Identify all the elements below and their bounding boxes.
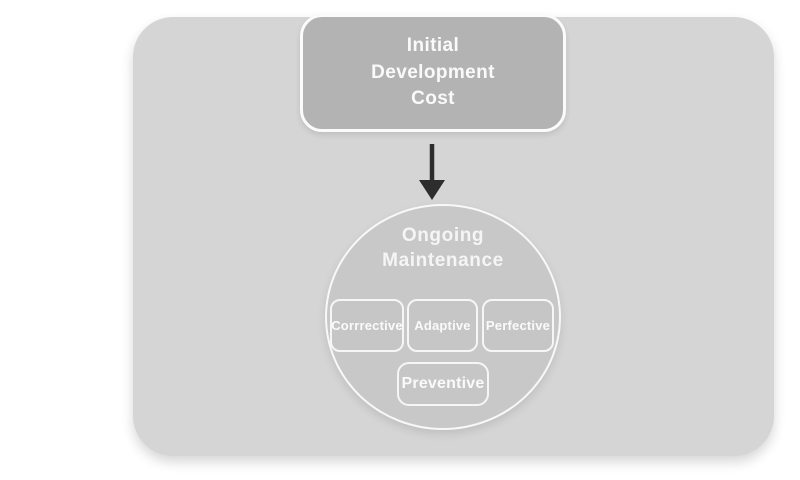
chip-corrective-label: Corrrective [331,318,403,333]
node-ongoing-maintenance-label: Ongoing Maintenance [382,225,504,271]
node-initial-development-cost: Initial Development Cost [300,14,566,132]
chip-perfective: Perfective [482,299,554,352]
chip-adaptive: Adaptive [407,299,478,352]
down-arrow-icon [409,142,455,202]
node-initial-development-cost-label: Initial Development Cost [371,35,495,110]
chip-perfective-label: Perfective [485,318,551,333]
chip-corrective: Corrrective [330,299,404,352]
chip-adaptive-label: Adaptive [414,318,471,333]
chip-preventive: Preventive [397,362,489,406]
chip-preventive-label: Preventive [401,375,485,392]
